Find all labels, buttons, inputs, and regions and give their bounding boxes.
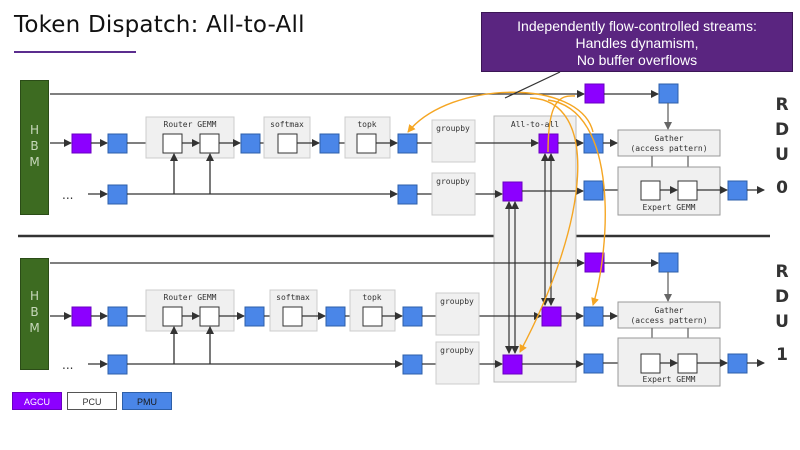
title-underline xyxy=(14,51,136,53)
rdu1-letter-d: D xyxy=(774,287,790,307)
legend-agcu: AGCU xyxy=(12,392,62,410)
pmu-block xyxy=(319,133,340,154)
rdu1-letter-r: R xyxy=(775,262,789,282)
flow-control-arc xyxy=(547,99,606,306)
pmu-block xyxy=(397,133,418,154)
pmu-block xyxy=(583,353,604,374)
pcu-block xyxy=(640,353,661,374)
flow-control-arc xyxy=(519,97,579,353)
hbm-block-rdu0: H B M xyxy=(20,80,49,215)
pmu-block xyxy=(244,306,265,327)
pcu-block xyxy=(677,353,698,374)
groupby-label: groupby xyxy=(440,297,474,306)
agcu-block xyxy=(502,181,523,202)
groupby-label: groupby xyxy=(440,346,474,355)
pcu-block xyxy=(199,306,220,327)
pmu-block xyxy=(727,353,748,374)
hbm-letter: H xyxy=(29,123,40,137)
hbm-letter: B xyxy=(30,305,39,319)
groupby-stage xyxy=(431,119,476,163)
pmu-block xyxy=(325,306,346,327)
pmu-block xyxy=(107,306,128,327)
pcu-block xyxy=(356,133,377,154)
pcu-block xyxy=(362,306,383,327)
agcu-block xyxy=(71,133,92,154)
hbm-letter: M xyxy=(29,155,40,169)
groupby-label: groupby xyxy=(436,124,470,133)
callout-line-2: Handles dynamism, xyxy=(575,35,699,51)
gather-label: Gather xyxy=(655,134,684,143)
pmu-block xyxy=(107,184,128,205)
groupby-stage xyxy=(431,172,476,216)
all-to-all-label: All-to-all xyxy=(511,120,559,129)
rdu0-letter-u: U xyxy=(775,145,789,165)
expert-gemm-stage xyxy=(617,337,721,387)
softmax-label: softmax xyxy=(270,120,304,129)
pmu-block xyxy=(658,252,679,273)
pcu-block xyxy=(277,133,298,154)
pmu-block xyxy=(402,354,423,375)
rdu1-letter-u: U xyxy=(775,312,789,332)
groupby-stage xyxy=(435,341,480,385)
hbm-letter: B xyxy=(30,139,39,153)
agcu-block xyxy=(584,83,605,104)
pcu-block xyxy=(162,306,183,327)
agcu-block xyxy=(502,354,523,375)
callout-line-1: Independently flow-controlled streams: xyxy=(517,18,757,34)
pcu-block xyxy=(640,180,661,201)
pcu-block xyxy=(199,133,220,154)
agcu-block xyxy=(541,306,562,327)
pmu-block xyxy=(583,306,604,327)
topk-label: topk xyxy=(362,293,381,302)
gather-stage xyxy=(617,129,721,157)
gather-label: Gather xyxy=(655,306,684,315)
agcu-block xyxy=(71,306,92,327)
pmu-block xyxy=(658,83,679,104)
pmu-block xyxy=(107,354,128,375)
pcu-block xyxy=(162,133,183,154)
pmu-block xyxy=(107,133,128,154)
ellipsis: ... xyxy=(62,188,73,202)
expert-gemm-stage xyxy=(617,166,721,216)
expert-gemm-label: Expert GEMM xyxy=(643,203,696,212)
hbm-letter: M xyxy=(29,321,40,335)
rdu0-number: 0 xyxy=(776,178,788,198)
callout-pointer xyxy=(504,71,561,99)
gather-sublabel: (access pattern) xyxy=(630,144,707,153)
softmax-label: softmax xyxy=(276,293,310,302)
pmu-block xyxy=(583,180,604,201)
pmu-block xyxy=(402,306,423,327)
gather-sublabel: (access pattern) xyxy=(630,316,707,325)
pmu-block xyxy=(727,180,748,201)
flow-control-arc xyxy=(547,95,576,153)
flow-control-arc xyxy=(407,91,594,133)
rdu1-number: 1 xyxy=(776,345,788,365)
pcu-block xyxy=(677,180,698,201)
groupby-stage xyxy=(435,292,480,336)
router-gemm-label: Router GEMM xyxy=(164,120,217,129)
router-gemm-label: Router GEMM xyxy=(164,293,217,302)
rdu0-letter-d: D xyxy=(774,120,790,140)
gather-stage xyxy=(617,301,721,329)
pcu-block xyxy=(282,306,303,327)
groupby-label: groupby xyxy=(436,177,470,186)
slide-title: Token Dispatch: All-to-All xyxy=(14,12,305,38)
hbm-block-rdu1: H B M xyxy=(20,258,49,370)
callout-line-3: No buffer overflows xyxy=(576,52,698,68)
legend-pmu: PMU xyxy=(122,392,172,410)
callout-box: Independently flow-controlled streams: H… xyxy=(481,12,793,72)
ellipsis: ... xyxy=(62,358,73,372)
topk-label: topk xyxy=(357,120,376,129)
hbm-letter: H xyxy=(29,289,40,303)
pmu-block xyxy=(240,133,261,154)
expert-gemm-label: Expert GEMM xyxy=(643,375,696,384)
pmu-block xyxy=(397,184,418,205)
rdu0-letter-r: R xyxy=(775,95,789,115)
pmu-block xyxy=(583,133,604,154)
legend-pcu: PCU xyxy=(67,392,117,410)
